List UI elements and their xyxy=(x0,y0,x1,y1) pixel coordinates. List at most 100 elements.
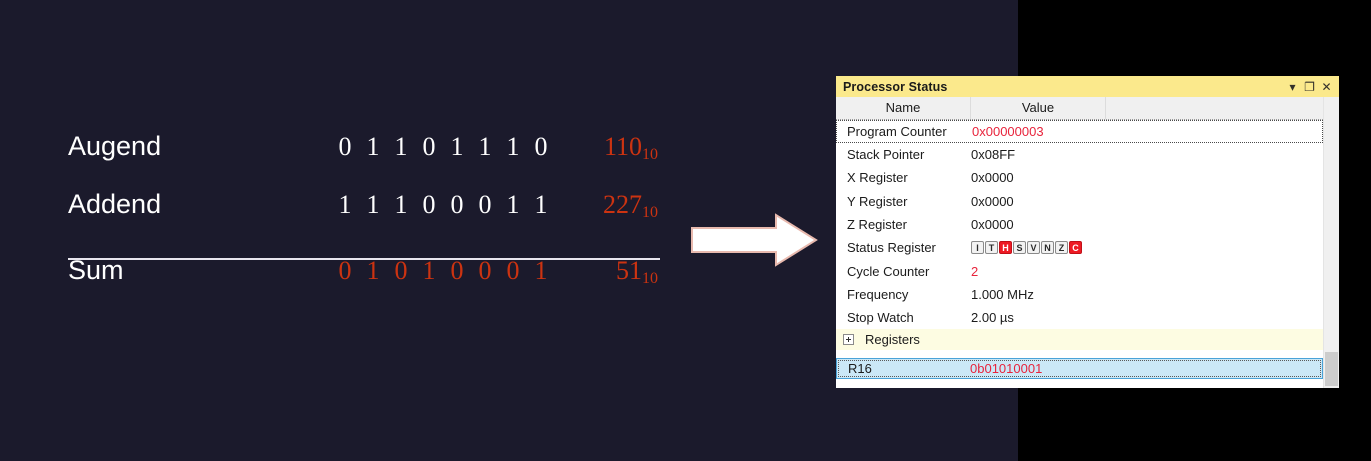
addend-label: Addend xyxy=(68,189,162,219)
column-header-name[interactable]: Name xyxy=(836,97,971,119)
maximize-button[interactable]: ❐ xyxy=(1304,79,1315,94)
row-value[interactable]: 0x00000003 xyxy=(972,124,1044,139)
row-value[interactable]: 0x0000 xyxy=(971,217,1014,233)
augend-bit-4: 1 xyxy=(450,132,464,161)
binary-addition-table: Augend 0 1 1 0 1 1 1 0 11010 Addend 1 1 … xyxy=(68,132,668,314)
augend-bit-3: 0 xyxy=(422,132,436,161)
sum-bit-3: 1 xyxy=(422,256,436,285)
sum-decimal-value: 51 xyxy=(616,256,642,285)
row-status-register[interactable]: Status Register I T H S V N Z C xyxy=(836,236,1323,259)
row-value[interactable]: 0x08FF xyxy=(971,147,1016,163)
sum-bit-4: 0 xyxy=(450,256,464,285)
plus-box-icon[interactable] xyxy=(843,334,854,346)
addend-decimal-base: 10 xyxy=(642,204,658,221)
row-program-counter[interactable]: Program Counter 0x00000003 xyxy=(836,120,1323,143)
row-name: Status Register xyxy=(847,240,936,256)
addend-bit-4: 0 xyxy=(450,190,464,219)
row-name: Cycle Counter xyxy=(847,263,930,279)
status-list[interactable]: Name Value Program Counter 0x00000003 St… xyxy=(836,97,1323,388)
augend-label: Augend xyxy=(68,131,162,161)
flag-z[interactable]: Z xyxy=(1055,241,1068,255)
flag-t[interactable]: T xyxy=(985,241,998,255)
sum-row: Sum 0 1 0 1 0 0 0 1 5110 xyxy=(68,248,668,314)
row-name: Z Register xyxy=(847,217,907,233)
sum-bit-7: 1 xyxy=(534,256,548,285)
column-header-row: Name Value xyxy=(836,97,1323,120)
row-y-register[interactable]: Y Register 0x0000 xyxy=(836,190,1323,213)
window-body: Name Value Program Counter 0x00000003 St… xyxy=(836,97,1339,388)
flag-v[interactable]: V xyxy=(1027,241,1040,255)
augend-bit-6: 1 xyxy=(506,132,520,161)
augend-bits: 0 1 1 0 1 1 1 0 xyxy=(338,132,548,162)
augend-bit-2: 1 xyxy=(394,132,408,161)
column-header-value[interactable]: Value xyxy=(971,97,1106,119)
sum-label: Sum xyxy=(68,255,124,285)
sum-bit-2: 0 xyxy=(394,256,408,285)
row-value[interactable]: 0x0000 xyxy=(971,193,1014,209)
row-stack-pointer[interactable]: Stack Pointer 0x08FF xyxy=(836,143,1323,166)
row-x-register[interactable]: X Register 0x0000 xyxy=(836,166,1323,189)
row-value[interactable]: I T H S V N Z C xyxy=(968,241,1323,255)
sum-bits: 0 1 0 1 0 0 0 1 xyxy=(338,256,548,286)
row-partial-clipped xyxy=(836,350,1323,359)
row-name: Stack Pointer xyxy=(847,147,925,163)
flag-n[interactable]: N xyxy=(1041,241,1054,255)
sum-divider-line xyxy=(68,258,660,260)
augend-bit-0: 0 xyxy=(338,132,352,161)
row-z-register[interactable]: Z Register 0x0000 xyxy=(836,213,1323,236)
augend-bit-5: 1 xyxy=(478,132,492,161)
row-name: X Register xyxy=(847,170,908,186)
addend-bits: 1 1 1 0 0 0 1 1 xyxy=(338,190,548,220)
row-name: Program Counter xyxy=(847,124,947,139)
row-value[interactable]: 2.00 µs xyxy=(971,310,1014,326)
flag-s[interactable]: S xyxy=(1013,241,1026,255)
sum-bit-0: 0 xyxy=(338,256,352,285)
flag-h[interactable]: H xyxy=(999,241,1012,255)
addend-bit-1: 1 xyxy=(366,190,380,219)
row-registers-group[interactable]: Registers xyxy=(836,329,1323,351)
augend-bit-1: 1 xyxy=(366,132,380,161)
row-name: Frequency xyxy=(847,286,909,302)
addend-bit-2: 1 xyxy=(394,190,408,219)
window-titlebar[interactable]: Processor Status ▾ ❐ ✕ xyxy=(836,76,1339,97)
row-value[interactable]: 0x0000 xyxy=(971,170,1014,186)
addend-decimal-value: 227 xyxy=(603,190,642,219)
row-r16-selected[interactable]: R16 0b01010001 xyxy=(836,358,1323,380)
augend-decimal-value: 110 xyxy=(603,132,642,161)
window-title: Processor Status xyxy=(843,79,948,94)
row-stop-watch[interactable]: Stop Watch 2.00 µs xyxy=(836,306,1323,329)
addend-bit-3: 0 xyxy=(422,190,436,219)
dropdown-menu-button[interactable]: ▾ xyxy=(1289,79,1296,94)
augend-row: Augend 0 1 1 0 1 1 1 0 11010 xyxy=(68,132,668,190)
sum-bit-5: 0 xyxy=(478,256,492,285)
addend-bit-0: 1 xyxy=(338,190,352,219)
flag-i[interactable]: I xyxy=(971,241,984,255)
row-frequency[interactable]: Frequency 1.000 MHz xyxy=(836,283,1323,306)
sum-bit-1: 1 xyxy=(366,256,380,285)
addend-decimal: 22710 xyxy=(548,190,658,221)
scrollbar-thumb[interactable] xyxy=(1325,352,1338,386)
row-value[interactable]: 1.000 MHz xyxy=(971,286,1034,302)
row-value[interactable]: 2 xyxy=(971,263,979,279)
column-header-spacer xyxy=(1106,97,1323,119)
vertical-scrollbar[interactable] xyxy=(1323,97,1339,388)
addend-row: Addend 1 1 1 0 0 0 1 1 22710 xyxy=(68,190,668,248)
row-value[interactable]: 0b01010001 xyxy=(970,361,1043,377)
status-flag-group[interactable]: I T H S V N Z C xyxy=(971,241,1323,255)
processor-status-window[interactable]: Processor Status ▾ ❐ ✕ Name Value Progra… xyxy=(836,76,1339,388)
augend-decimal-base: 10 xyxy=(642,146,658,163)
flag-c[interactable]: C xyxy=(1069,241,1082,255)
close-button[interactable]: ✕ xyxy=(1321,79,1332,94)
augend-decimal: 11010 xyxy=(548,132,658,163)
row-name: Y Register xyxy=(847,193,908,209)
augend-bit-7: 0 xyxy=(534,132,548,161)
addend-bit-6: 1 xyxy=(506,190,520,219)
row-name: Stop Watch xyxy=(847,310,914,326)
right-arrow-icon xyxy=(691,213,818,267)
addend-bit-5: 0 xyxy=(478,190,492,219)
sum-bit-6: 0 xyxy=(506,256,520,285)
row-name: R16 xyxy=(848,361,872,377)
sum-decimal: 5110 xyxy=(548,256,658,287)
addend-bit-7: 1 xyxy=(534,190,548,219)
row-cycle-counter[interactable]: Cycle Counter 2 xyxy=(836,259,1323,282)
